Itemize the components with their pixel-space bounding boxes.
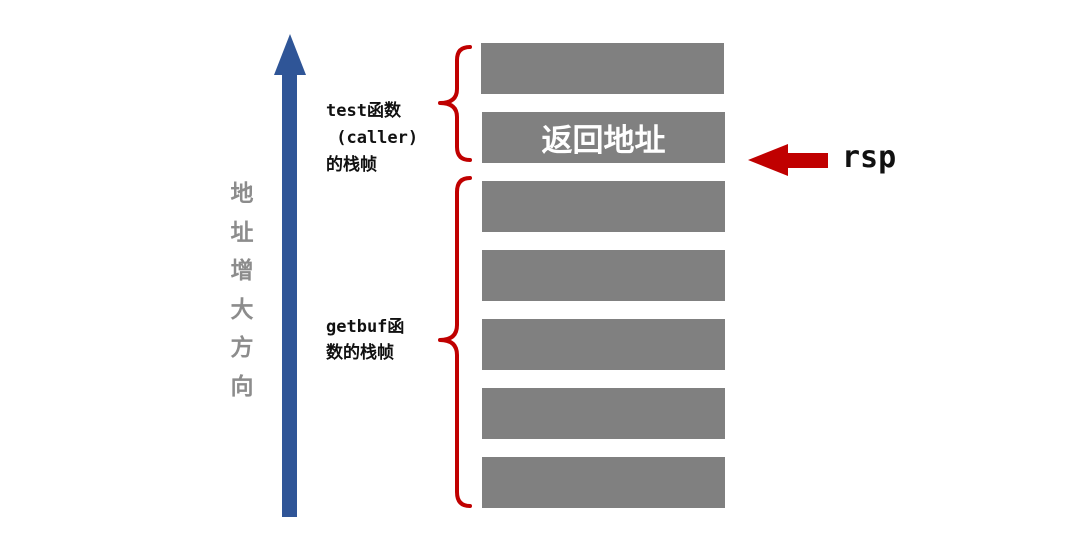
address-arrow-head xyxy=(274,34,306,75)
address-arrow-shaft xyxy=(282,72,297,517)
test-frame-label-line1: test函数 xyxy=(326,101,401,121)
rsp-pointer-arrow xyxy=(748,144,828,176)
rsp-label: rsp xyxy=(842,140,897,175)
direction-char: 方 xyxy=(230,335,254,361)
rsp-arrow-head xyxy=(748,144,788,176)
return-address-block xyxy=(482,112,725,163)
stack-block xyxy=(482,457,725,508)
stack-block xyxy=(481,43,724,94)
direction-char: 向 xyxy=(230,373,254,400)
test-frame-label-line2: (caller) xyxy=(326,128,419,148)
stack-block xyxy=(482,181,725,232)
getbuf-frame-label-line1: getbuf函 xyxy=(326,317,405,337)
getbuf-frame-brace xyxy=(438,176,472,508)
direction-char: 地 xyxy=(230,181,254,207)
return-address-label: 返回地址 xyxy=(541,123,666,159)
direction-char: 大 xyxy=(230,296,254,323)
rsp-arrow-shaft xyxy=(785,153,828,168)
test-frame-label-line3: 的栈帧 xyxy=(326,155,377,175)
address-direction-label: 地 址 增 大 方 向 xyxy=(224,175,260,406)
stack-block xyxy=(482,319,725,370)
getbuf-frame-label-line2: 数的栈帧 xyxy=(326,343,394,363)
address-increase-arrow xyxy=(274,34,306,517)
stack-block xyxy=(482,250,725,301)
direction-char: 增 xyxy=(230,258,254,284)
direction-char: 址 xyxy=(230,219,254,246)
stack-block xyxy=(482,388,725,439)
test-frame-brace xyxy=(438,45,472,162)
